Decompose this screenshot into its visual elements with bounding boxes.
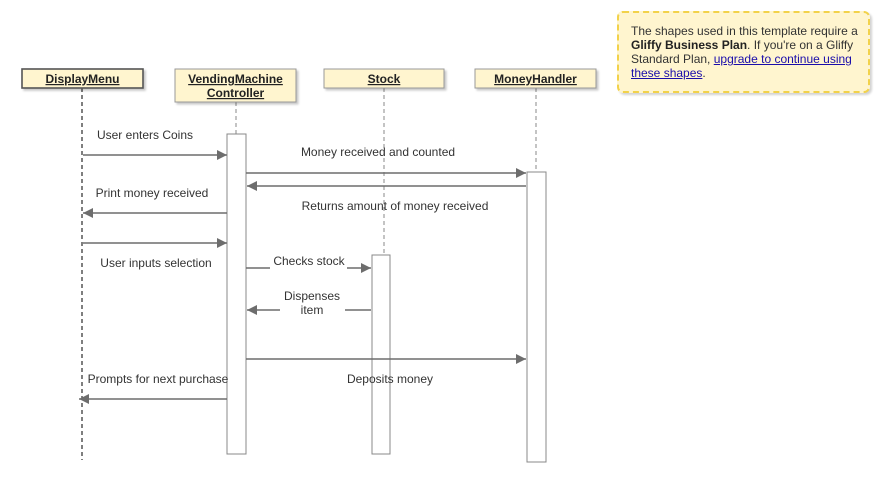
lifeline-label-display: DisplayMenu — [45, 72, 119, 86]
message-label-5: User inputs selection — [100, 256, 211, 270]
note-text-1: The shapes used in this template require… — [631, 24, 858, 38]
activation-bar-money — [526, 171, 547, 463]
lifeline-label-money: MoneyHandler — [494, 72, 577, 86]
lifeline-label-controller: Controller — [207, 86, 265, 100]
message-label-3: Returns amount of money received — [302, 199, 489, 213]
message-label-7: Dispenses — [284, 289, 340, 303]
message-label-8: Deposits money — [347, 372, 433, 386]
activation-bar-controller — [226, 133, 247, 455]
note-text-3: . — [702, 66, 706, 80]
message-label-9: Prompts for next purchase — [88, 372, 229, 386]
lifeline-header-stock — [323, 68, 445, 89]
upgrade-note: The shapes used in this template require… — [617, 11, 870, 93]
activation-bar-stock — [371, 254, 391, 455]
lifeline-label-stock: Stock — [368, 72, 401, 86]
note-text-2: . If you're on a Gliffy Standard Plan, — [631, 38, 854, 66]
message-label-6: Checks stock — [273, 254, 345, 268]
message-label-1: User enters Coins — [97, 128, 193, 142]
note-plan-name: Gliffy Business Plan — [631, 38, 748, 52]
message-label-2: Money received and counted — [301, 145, 455, 159]
message-label-4: Print money received — [96, 186, 209, 200]
message-label-7: item — [301, 303, 324, 317]
lifeline-label-controller: VendingMachine — [188, 72, 283, 86]
lifeline-header-display — [21, 68, 144, 89]
lifeline-header-money — [474, 68, 597, 89]
upgrade-link[interactable]: upgrade to continue using these shapes — [631, 52, 852, 80]
lifeline-header-controller — [174, 68, 297, 103]
